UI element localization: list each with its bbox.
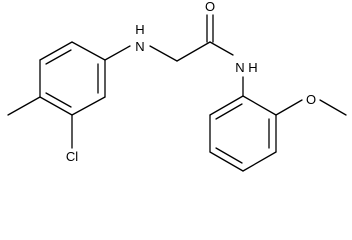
bond-right-ring-3-inner: [215, 147, 243, 164]
atom-label-carbonyl-oxygen: O: [205, 0, 215, 14]
bond-left-ring-4: [39, 96, 73, 116]
bond-left-ring-5: [71, 96, 106, 116]
atom-label-amine-n: N: [135, 39, 144, 54]
bond-carbonyl-to-nh: [209, 41, 234, 56]
bond-left-ring-4-inner: [45, 92, 72, 108]
bond-ch2-to-carbonyl: [176, 41, 211, 62]
bond-nh-to-ch2: [149, 45, 178, 62]
bond-left-ring-2: [39, 41, 73, 61]
atom-label-methoxy-oxygen: O: [306, 92, 316, 107]
bond-left-ring-1: [71, 41, 106, 61]
bond-methyl: [7, 96, 41, 116]
bond-ring-to-methoxy-o: [275, 99, 303, 116]
bond-right-ring-1: [209, 95, 244, 116]
bond-ring-to-nh: [104, 45, 131, 61]
bond-left-ring-2-inner: [45, 49, 72, 65]
bond-right-ring-4: [242, 151, 277, 172]
bonds: [7, 14, 347, 172]
atom-labels: O H N N H O Cl: [66, 0, 316, 164]
atom-label-chlorine: Cl: [66, 149, 78, 164]
bond-right-ring-1-inner: [215, 103, 243, 120]
atom-label-amide-h: H: [248, 60, 257, 75]
atom-label-amide-n: N: [235, 60, 244, 75]
atom-label-amine-h: H: [135, 22, 144, 37]
bond-right-ring-3: [209, 151, 244, 172]
bond-methoxy-o-to-methyl: [319, 99, 347, 116]
chemical-structure-diagram: O H N N H O Cl: [7, 0, 347, 172]
bond-right-ring-6: [242, 95, 277, 116]
